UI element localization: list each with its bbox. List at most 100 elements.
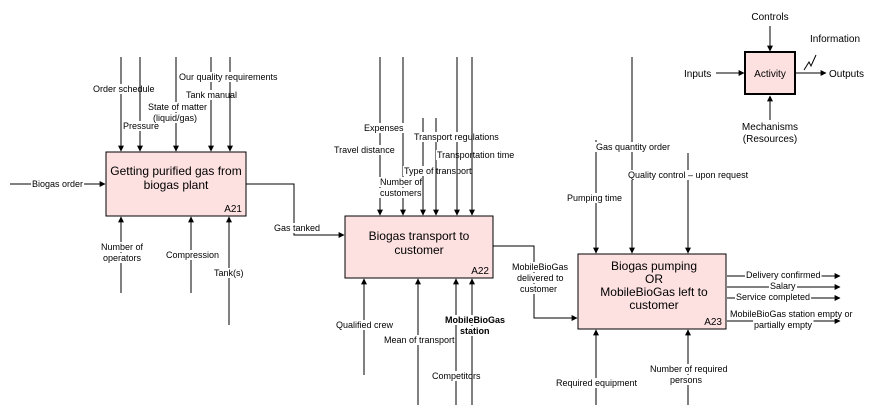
label-backdrop <box>147 102 209 112</box>
label-backdrop <box>379 188 424 198</box>
a23-title-line-1: Biogas pumping <box>611 259 697 273</box>
a23-output-station-empty-1: MobileBioGas station empty or <box>730 309 853 319</box>
label-backdrop <box>444 315 507 325</box>
label-backdrop <box>555 378 639 388</box>
a21-control-state-2: (liquid/gas) <box>153 113 197 123</box>
label-backdrop <box>436 150 516 160</box>
a22-control-expenses: Expenses <box>364 123 404 133</box>
a22-control-type-of-transport: Type of transport <box>404 166 472 176</box>
label-backdrop <box>769 281 798 291</box>
a21-mechanism-tanks: Tank(s) <box>214 268 244 278</box>
label-backdrop <box>516 273 565 283</box>
a22-title-line-2: customer <box>394 243 443 257</box>
a22-control-transportation-time: Transportation time <box>437 150 514 160</box>
a23-control-pumping-time: Pumping time <box>567 193 622 203</box>
a23-output-station-empty-2: partially empty <box>754 320 813 330</box>
a23-control-gas-quantity-order: Gas quantity order <box>596 142 670 152</box>
label-backdrop <box>431 371 483 381</box>
label-backdrop <box>213 268 245 278</box>
label-backdrop <box>165 250 221 260</box>
label-backdrop <box>383 335 457 345</box>
label-backdrop <box>185 90 239 100</box>
legend-activity-box <box>744 51 796 95</box>
label-backdrop <box>627 170 750 180</box>
a21-control-state-1: State of matter <box>148 102 207 112</box>
label-backdrop <box>649 364 729 374</box>
a22-id: A22 <box>471 266 489 277</box>
label-backdrop <box>379 177 424 187</box>
a22-mechanism-competitors: Competitors <box>432 371 481 381</box>
legend-activity-label: Activity <box>754 69 786 80</box>
a21-input-label: Biogas order <box>32 179 83 189</box>
label-backdrop <box>566 193 624 203</box>
a23-title-line-4: customer <box>629 298 678 312</box>
information-lightning-icon <box>803 54 817 71</box>
a23-mechanism-persons-1: Number of required <box>650 364 728 374</box>
label-backdrop <box>745 270 822 280</box>
label-backdrop <box>753 320 814 330</box>
a22-output-label-3: customer <box>520 284 557 294</box>
a21-mechanism-operators-1: Number of <box>101 242 144 252</box>
legend-inputs-label: Inputs <box>684 69 711 80</box>
a21-mechanism-operators-2: operators <box>103 253 142 263</box>
a23-id: A23 <box>704 317 722 328</box>
label-backdrop <box>459 326 491 336</box>
a23-mechanism-persons-2: persons <box>670 375 703 385</box>
a21-title-line-1: Getting purified gas from <box>110 164 241 178</box>
label-backdrop <box>363 123 406 133</box>
a22-control-customers-1: Number of <box>380 177 423 187</box>
a22-control-customers-2: customers <box>380 188 422 198</box>
a23-output-delivery-confirmed: Delivery confirmed <box>746 270 821 280</box>
label-backdrop <box>102 253 143 263</box>
label-backdrop <box>92 84 156 94</box>
label-backdrop <box>595 142 672 152</box>
a22-box <box>344 215 494 279</box>
a21-title-line-2: biogas plant <box>144 178 209 192</box>
activity-a22: Biogas transport to customer A22 Travel … <box>333 57 578 405</box>
a21-box <box>105 151 247 217</box>
a21-control-tank-manual: Tank manual <box>186 90 237 100</box>
a22-output-label-2: delivered to <box>517 273 564 283</box>
label-backdrop <box>335 320 395 330</box>
a23-output-service-completed: Service completed <box>736 292 810 302</box>
label-backdrop <box>735 292 812 302</box>
a23-title-line-2: OR <box>645 272 663 286</box>
label-backdrop <box>122 121 161 131</box>
legend-mechanisms-label-1: Mechanisms <box>742 122 798 133</box>
activity-a23: Biogas pumping OR MobileBioGas left to c… <box>555 57 854 405</box>
label-backdrop <box>31 179 85 189</box>
a23-control-quality-control: Quality control – upon request <box>628 170 749 180</box>
label-backdrop <box>729 309 854 319</box>
a22-mechanism-qualified-crew: Qualified crew <box>336 320 394 330</box>
a23-title-line-3: MobileBioGas left to <box>600 285 708 299</box>
a22-mechanism-station-1: MobileBioGas <box>445 315 505 325</box>
a21-control-order-schedule: Order schedule <box>93 84 155 94</box>
label-backdrop <box>403 166 474 176</box>
legend-controls-label: Controls <box>751 12 788 23</box>
a22-output-label-1: MobileBioGas <box>512 262 569 272</box>
label-backdrop <box>519 284 559 294</box>
a22-mechanism-mean-of-transport: Mean of transport <box>384 335 455 345</box>
label-backdrop <box>273 223 322 233</box>
a21-id: A21 <box>224 204 242 215</box>
a22-title-line-1: Biogas transport to <box>369 229 470 243</box>
legend-outputs-label: Outputs <box>829 69 864 80</box>
a21-control-pressure: Pressure <box>123 121 159 131</box>
a21-mechanism-compression: Compression <box>166 250 219 260</box>
legend: Activity Controls Inputs Outputs Informa… <box>684 12 864 145</box>
label-backdrop <box>100 242 145 252</box>
label-backdrop <box>413 132 501 142</box>
activity-a21: Getting purified gas from biogas plant A… <box>10 57 345 325</box>
a23-output-salary: Salary <box>770 281 796 291</box>
legend-mechanisms-label-2: (Resources) <box>743 134 797 145</box>
label-backdrop <box>333 145 396 155</box>
a21-output-label: Gas tanked <box>274 223 320 233</box>
label-backdrop <box>178 72 280 82</box>
a21-control-quality: Our quality requirements <box>179 72 278 82</box>
a22-control-transport-regulations: Transport regulations <box>414 132 499 142</box>
label-backdrop <box>511 262 570 272</box>
label-backdrop <box>669 375 704 385</box>
a22-mechanism-station-2: station <box>460 326 490 336</box>
a21-output-arrow <box>246 183 345 238</box>
